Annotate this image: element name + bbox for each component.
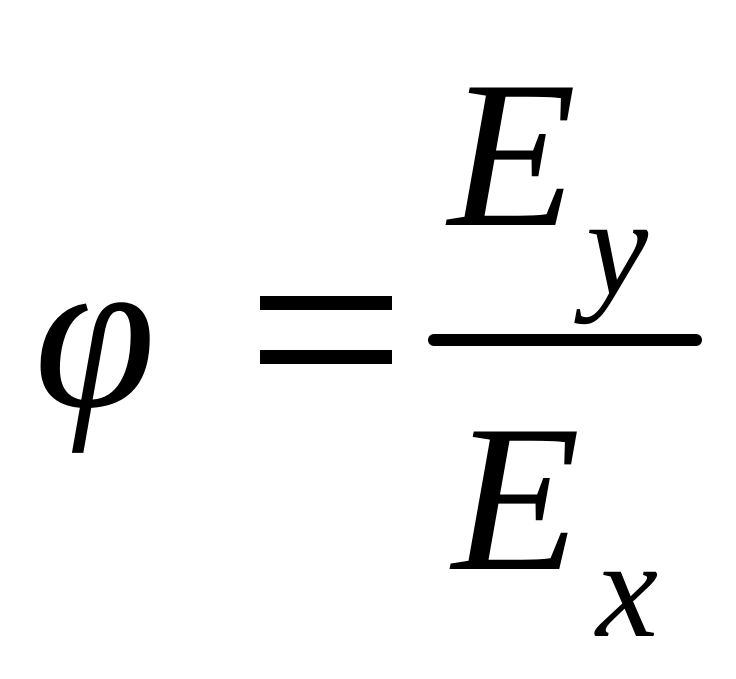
- equals-bar-bottom: [260, 350, 392, 364]
- numerator-subscript: y: [586, 170, 649, 325]
- equals-bar-top: [260, 296, 392, 310]
- denominator-subscript: x: [596, 512, 659, 667]
- numerator-symbol: E: [448, 39, 577, 271]
- fraction-bar: [428, 334, 702, 346]
- phi-symbol: φ: [34, 210, 156, 454]
- denominator-symbol: E: [452, 383, 581, 615]
